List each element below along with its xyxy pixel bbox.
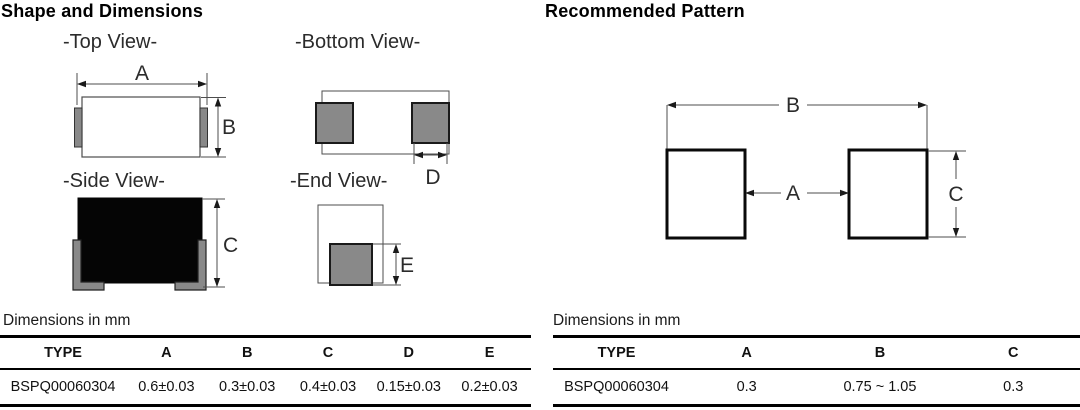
arrowhead-right bbox=[198, 80, 207, 88]
dimensions-table-right: TYPE A B C BSPQ00060304 0.3 0.75 ~ 1.05 … bbox=[553, 335, 1080, 407]
terminal-bracket-left bbox=[72, 239, 105, 291]
arrowhead-right bbox=[438, 151, 447, 159]
table-header-row: TYPE A B C D E bbox=[0, 338, 531, 370]
pattern-pad-left bbox=[665, 148, 747, 240]
arrowhead-left bbox=[667, 101, 676, 109]
arrowhead-left bbox=[414, 151, 423, 159]
terminal-right bbox=[199, 107, 208, 148]
recommended-pattern-title: Recommended Pattern bbox=[545, 1, 745, 21]
end-view-diagram: E bbox=[317, 204, 414, 286]
arrowhead-down bbox=[392, 276, 400, 285]
col-header-b: B bbox=[241, 345, 253, 361]
cell-d: 0.15±0.03 bbox=[376, 379, 441, 395]
dim-label-c: C bbox=[948, 183, 963, 206]
arrowhead-up bbox=[952, 151, 960, 160]
side-view-diagram: C bbox=[72, 197, 238, 291]
table-row: BSPQ00060304 0.6±0.03 0.3±0.03 0.4±0.03 … bbox=[0, 370, 531, 404]
bottom-view-label: -Bottom View- bbox=[295, 31, 421, 53]
cell-type: BSPQ00060304 bbox=[10, 379, 116, 395]
dim-label-b: B bbox=[222, 116, 236, 139]
col-header-a: A bbox=[741, 345, 752, 361]
end-view-pad bbox=[329, 243, 373, 286]
terminal-bracket-right bbox=[174, 239, 207, 291]
col-header-a: A bbox=[161, 345, 172, 361]
arrowhead-right bbox=[918, 101, 927, 109]
col-header-c: C bbox=[322, 345, 334, 361]
top-view-body bbox=[81, 96, 201, 158]
dim-label-a: A bbox=[135, 62, 149, 85]
pad-right bbox=[411, 102, 450, 144]
col-header-type: TYPE bbox=[44, 345, 82, 361]
shape-dimensions-title: Shape and Dimensions bbox=[1, 1, 204, 21]
top-view-label: -Top View- bbox=[63, 31, 158, 53]
dim-label-e: E bbox=[400, 254, 414, 277]
col-header-c: C bbox=[1008, 345, 1019, 361]
cell-b: 0.3±0.03 bbox=[219, 379, 276, 395]
arrowhead-left bbox=[77, 80, 86, 88]
units-note-right: Dimensions in mm bbox=[553, 312, 681, 329]
arrowhead-up bbox=[214, 97, 222, 107]
col-header-type: TYPE bbox=[597, 345, 636, 361]
side-view-body bbox=[77, 197, 203, 284]
top-view-diagram: A B bbox=[74, 62, 236, 158]
arrowhead-up bbox=[392, 244, 400, 253]
arrowhead-left bbox=[745, 189, 754, 197]
col-header-b: B bbox=[874, 345, 886, 361]
table-header-row: TYPE A B C bbox=[553, 338, 1080, 370]
cell-a: 0.6±0.03 bbox=[138, 379, 195, 395]
dim-label-a: A bbox=[786, 182, 800, 205]
arrowhead-down bbox=[213, 278, 221, 287]
arrowhead-down bbox=[214, 148, 222, 157]
dim-label-c: C bbox=[223, 234, 238, 257]
units-note-left: Dimensions in mm bbox=[3, 312, 131, 329]
cell-type: BSPQ00060304 bbox=[564, 379, 669, 395]
bottom-view-diagram: D bbox=[315, 90, 450, 189]
cell-c: 0.4±0.03 bbox=[299, 379, 357, 395]
table-row: BSPQ00060304 0.3 0.75 ~ 1.05 0.3 bbox=[553, 370, 1080, 404]
cell-c: 0.3 bbox=[1003, 379, 1024, 395]
cell-e: 0.2±0.03 bbox=[461, 379, 518, 395]
cell-a: 0.3 bbox=[736, 379, 757, 395]
arrowhead-right bbox=[840, 189, 849, 197]
recommended-pattern-diagram: B A C bbox=[665, 94, 966, 240]
col-header-e: E bbox=[484, 345, 495, 361]
pad-left bbox=[315, 102, 354, 144]
side-view-label: -Side View- bbox=[63, 170, 165, 192]
dim-label-b: B bbox=[786, 94, 800, 117]
pattern-pad-right bbox=[847, 148, 929, 240]
dimensions-table-left: TYPE A B C D E BSPQ00060304 0.6±0.03 0.3… bbox=[0, 335, 531, 407]
arrowhead-down bbox=[952, 228, 960, 237]
end-view-label: -End View- bbox=[290, 170, 388, 192]
col-header-d: D bbox=[403, 345, 415, 361]
terminal-left bbox=[74, 107, 83, 148]
dim-label-d: D bbox=[425, 166, 440, 189]
cell-b: 0.75 ~ 1.05 bbox=[843, 379, 917, 395]
arrowhead-up bbox=[213, 199, 221, 208]
